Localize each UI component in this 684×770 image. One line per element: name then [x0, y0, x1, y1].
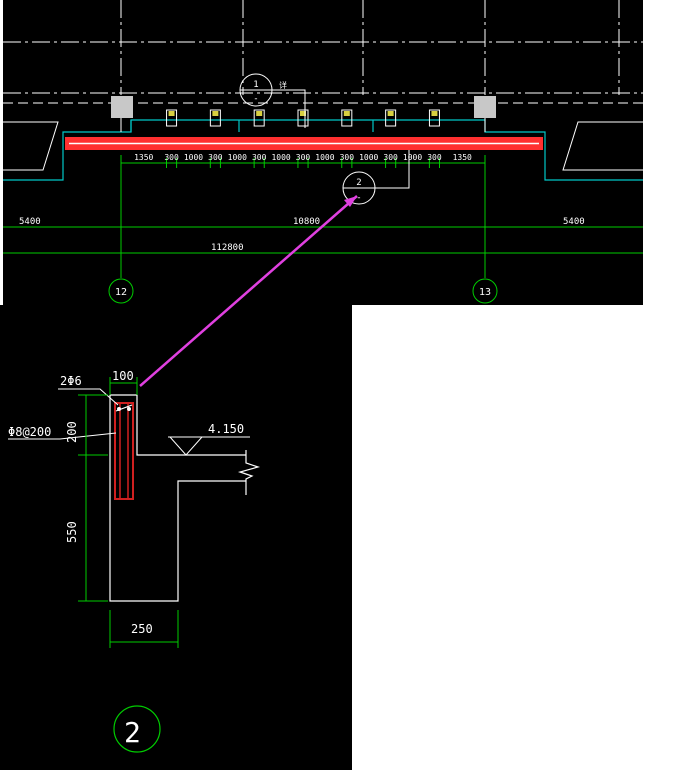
post: [341, 109, 353, 127]
axis-label-right: 13: [479, 287, 491, 298]
callout-1-note: 详: [279, 80, 287, 90]
slab-level-label: 4.150: [208, 422, 244, 436]
break-line: [237, 450, 261, 495]
side-level: 3.900: [316, 396, 352, 415]
segment-label: 300: [340, 153, 355, 162]
top-bar-leader: [58, 388, 119, 406]
column-left: [111, 96, 133, 118]
segment-label: 300: [164, 153, 179, 162]
reinforcement: [114, 402, 134, 500]
base-width-label: 250: [131, 622, 153, 636]
grid-lines: [3, 0, 643, 104]
section-leaders: [8, 388, 119, 440]
post: [297, 109, 309, 127]
top-bar-left: [117, 407, 121, 411]
post: [209, 109, 221, 127]
level-symbol: [168, 436, 250, 456]
plan-view-panel: 1350 300 1000 300 1000 300 1000 300 1000 300 1000 3…: [3, 0, 643, 305]
segment-label: 300: [252, 153, 267, 162]
post-cap: [212, 111, 219, 116]
post-cap: [168, 111, 175, 116]
posts: [166, 109, 440, 127]
span-left-label: 5400: [19, 217, 41, 227]
top-bars-label: 2Φ6: [60, 374, 82, 388]
opening-left: [3, 121, 59, 171]
callout-1-sub: -: [253, 94, 258, 104]
column-right: [474, 96, 496, 118]
axis-label-left: 12: [115, 287, 127, 298]
axis-bubble-left: [108, 278, 134, 304]
plan-drawing: 1350 300 1000 300 1000 300 1000 300 1000 300 1000 3…: [3, 0, 643, 304]
section-outer-edge: [109, 395, 246, 602]
post: [253, 109, 265, 127]
top-bar-right: [127, 407, 131, 411]
post: [385, 109, 397, 127]
detail-number: 2: [124, 716, 141, 749]
post-cap: [431, 111, 438, 116]
opening-right: [562, 121, 643, 171]
callout-2-number: 2: [356, 178, 361, 188]
section-view-panel: 2Φ6 100 Φ8@200 200 550 250 4.150 2: [0, 305, 352, 770]
upper-height-label: 200: [65, 421, 79, 443]
segment-label: 1000: [359, 153, 378, 162]
section-drawing: 2Φ6 100 Φ8@200 200 550 250 4.150 2: [8, 369, 261, 753]
span-right-label: 5400: [563, 217, 585, 227]
stirrup-label: Φ8@200: [8, 425, 51, 439]
span-mid-label: 10800: [293, 217, 320, 227]
section-dimensions: [78, 377, 179, 648]
segment-label: 1000: [403, 153, 422, 162]
callout-2-leader: [375, 150, 410, 189]
callout-1-number: 1: [253, 80, 258, 90]
detail-bubble: [113, 705, 161, 753]
post-cap: [343, 111, 350, 116]
segment-label: 1000: [228, 153, 247, 162]
segment-label: 1000: [184, 153, 203, 162]
post-cap: [256, 111, 263, 116]
span-dimension-lines: [3, 155, 643, 278]
segment-labels: 1350 300 1000 300 1000 300 1000 300 1000 300 1000 3…: [134, 153, 472, 162]
segment-label: 1000: [315, 153, 334, 162]
post: [166, 109, 178, 127]
axis-bubble-right: [472, 278, 498, 304]
columns: [111, 96, 496, 118]
section-outline: [109, 394, 261, 602]
segment-label: 1350: [453, 153, 472, 162]
top-width-label: 100: [112, 369, 134, 383]
segment-label: 300: [427, 153, 442, 162]
segment-label: 1000: [271, 153, 290, 162]
post-cap: [300, 111, 306, 116]
lower-height-label: 550: [65, 521, 79, 543]
callout-1-leader: [272, 89, 306, 128]
section-top-edge: [110, 394, 246, 456]
callout-2-sub: -: [356, 193, 361, 203]
segment-label: 300: [208, 153, 223, 162]
post-cap: [387, 111, 394, 116]
segment-label: 1350: [134, 153, 153, 162]
stirrup-leader: [8, 432, 117, 440]
level-triangle: [169, 436, 203, 456]
side-level-label: 3.900: [316, 396, 353, 410]
post: [428, 109, 440, 127]
segment-label: 300: [383, 153, 398, 162]
overall-label: 112800: [211, 243, 244, 253]
segment-label: 300: [296, 153, 311, 162]
stirrup-outline: [114, 402, 134, 500]
